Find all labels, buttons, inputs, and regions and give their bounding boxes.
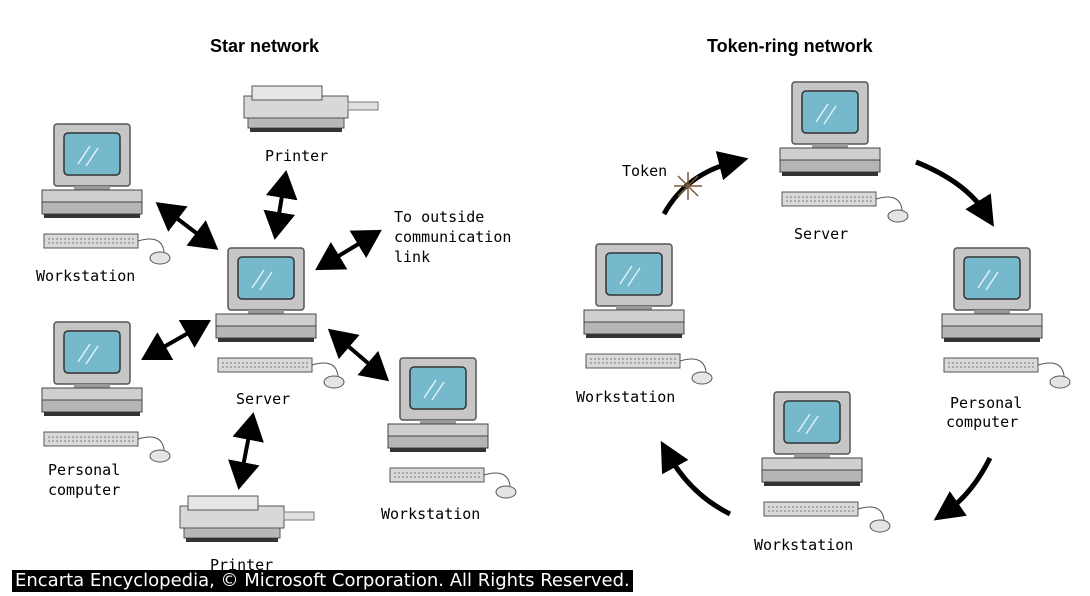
ring-workstation-bottom-label: Workstation [754, 536, 853, 554]
personal-computer-icon [941, 247, 1071, 389]
star-network-title: Star network [210, 36, 320, 56]
arrow-server-printer-bottom [228, 412, 264, 490]
arrow-server-personal-computer [141, 320, 211, 360]
star-pc-label-1: Personal [48, 461, 120, 479]
ring-pc-label-2: computer [946, 413, 1018, 431]
arrow-server-workstation-left [155, 202, 219, 250]
workstation-computer-icon [761, 391, 891, 533]
personal-computer-icon [41, 321, 171, 463]
token-label: Token [622, 162, 667, 180]
star-workstation-left-label: Workstation [36, 267, 135, 285]
arrow-server-printer-top [263, 170, 298, 240]
star-server-label: Server [236, 390, 290, 408]
outside-link-label-2: communication [394, 228, 511, 246]
copyright-caption: Encarta Encyclopedia, © Microsoft Corpor… [12, 570, 633, 592]
server-computer-icon [779, 81, 909, 223]
workstation-computer-icon [41, 123, 171, 265]
ring-workstation-left-label: Workstation [576, 388, 675, 406]
arrow-server-workstation-right [327, 328, 390, 382]
workstation-computer-icon [583, 243, 713, 385]
token-ring-title: Token-ring network [707, 36, 874, 56]
ring-arrow-to-personal-computer [915, 159, 994, 227]
star-pc-label-2: computer [48, 481, 120, 499]
printer-top-label: Printer [265, 147, 328, 165]
ring-arrow-to-server [661, 151, 749, 216]
ring-server-label: Server [794, 225, 848, 243]
outside-link-label-1: To outside [394, 208, 484, 226]
outside-link-label-3: link [394, 248, 430, 266]
arrow-server-outside-link [315, 229, 382, 271]
printer-icon [243, 85, 379, 133]
ring-pc-label-1: Personal [950, 394, 1022, 412]
ring-arrow-to-workstation-left [660, 440, 732, 517]
token-icon [674, 172, 702, 200]
star-workstation-right-label: Workstation [381, 505, 480, 523]
printer-bottom-label: Printer [210, 556, 273, 574]
server-computer-icon [215, 247, 345, 389]
printer-icon [179, 495, 315, 543]
workstation-computer-icon [387, 357, 517, 499]
ring-arrow-to-workstation-bottom [933, 456, 993, 521]
